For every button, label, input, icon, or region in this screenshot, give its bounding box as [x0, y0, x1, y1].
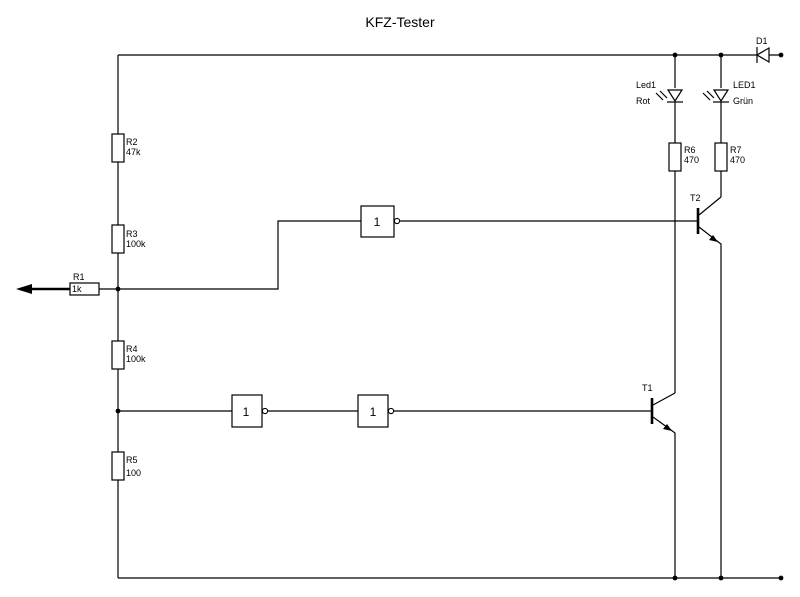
- resistor-r3: R3 100k: [111, 224, 146, 254]
- resistor-r4: R4 100k: [111, 340, 146, 370]
- r3-name: R3: [126, 229, 138, 239]
- r5-name: R5: [126, 455, 138, 465]
- resistor-r2: R2 47k: [111, 133, 141, 163]
- r5-value: 100: [126, 468, 141, 478]
- resistor-r6: R6 470: [668, 142, 699, 172]
- gate1-symbol: 1: [374, 215, 381, 229]
- r2-name: R2: [126, 137, 138, 147]
- t2-label: T2: [690, 193, 701, 203]
- led-red-name: Led1: [636, 80, 656, 90]
- d1-label: D1: [756, 36, 768, 46]
- terminal-ground: [778, 575, 784, 581]
- r3-value: 100k: [126, 239, 146, 249]
- diagram-title: KFZ-Tester: [365, 14, 435, 30]
- r7-value: 470: [730, 155, 745, 165]
- transistor-t1: T1: [642, 383, 676, 578]
- led-green-name: LED1: [733, 80, 756, 90]
- led-red-color: Rot: [636, 96, 651, 106]
- gate3-symbol: 1: [370, 405, 377, 419]
- led-green: LED1 Grün: [702, 55, 756, 143]
- r7-name: R7: [730, 145, 742, 155]
- r6-value: 470: [684, 155, 699, 165]
- transistor-t2: T2: [690, 193, 722, 578]
- led-red: Led1 Rot: [636, 55, 684, 143]
- r2-value: 47k: [126, 147, 141, 157]
- not-gate-1: 1: [360, 205, 401, 238]
- t1-label: T1: [642, 383, 653, 393]
- r6-name: R6: [684, 145, 696, 155]
- resistor-r7: R7 470: [714, 142, 745, 172]
- resistor-r1: R1 1k: [69, 272, 100, 296]
- diode-d1: D1: [755, 36, 781, 64]
- not-gate-2: 1: [231, 394, 269, 428]
- r4-value: 100k: [126, 354, 146, 364]
- r4-name: R4: [126, 344, 138, 354]
- wire-to-gate1: [118, 220, 361, 290]
- r1-name: R1: [73, 272, 85, 282]
- r1-value: 1k: [72, 284, 82, 294]
- led-green-color: Grün: [733, 96, 753, 106]
- not-gate-3: 1: [357, 394, 395, 428]
- gate2-symbol: 1: [243, 405, 250, 419]
- resistor-r5: R5 100: [111, 451, 141, 481]
- input-probe: [16, 284, 118, 294]
